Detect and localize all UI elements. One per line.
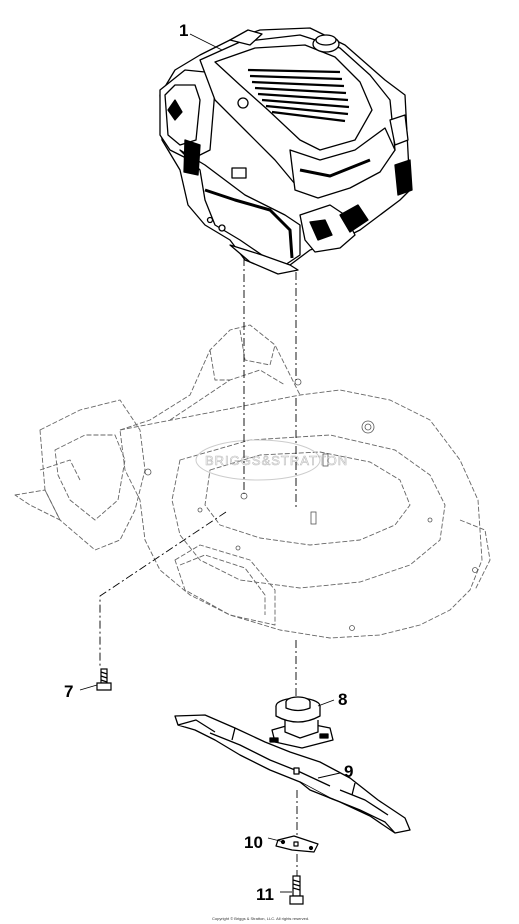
engine[interactable] [159, 27, 413, 275]
callout-stiffener: 10 [244, 833, 263, 852]
watermark: BRIGGS&STRATTON [195, 439, 348, 481]
copyright-text: Copyright © Briggs & Stratton, LLC. All … [212, 916, 309, 921]
callout-engine: 1 [179, 21, 188, 40]
blade-bolt[interactable] [289, 875, 304, 905]
callout-blade-bolt: 11 [256, 885, 274, 904]
callout-blade: 9 [344, 762, 353, 781]
assembly-lines [99, 258, 298, 880]
mower-deck [14, 324, 491, 639]
blade-stiffener[interactable] [275, 835, 319, 853]
callout-blade-adapter: 8 [338, 690, 347, 709]
watermark-text: BRIGGS&STRATTON [205, 453, 348, 468]
leader-lines [79, 33, 341, 893]
engine-mounting-bolt[interactable] [96, 668, 112, 691]
deck-mounting-holes [144, 378, 478, 631]
callout-bolt: 7 [64, 682, 73, 701]
mower-blade[interactable] [174, 714, 411, 834]
blade-adapter[interactable] [269, 696, 334, 749]
